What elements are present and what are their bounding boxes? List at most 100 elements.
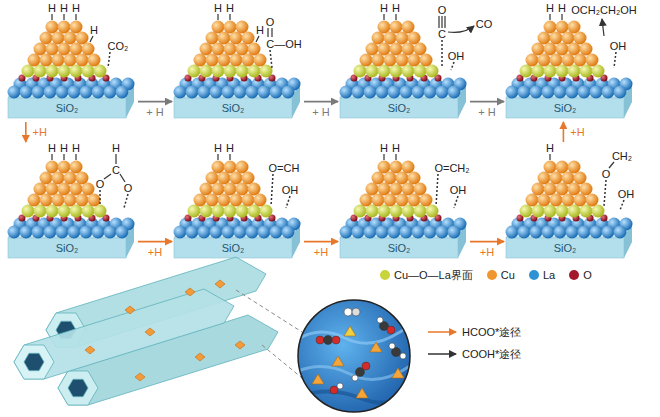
- catalyst-particle: [332, 356, 344, 366]
- reaction-arrow: [470, 101, 504, 103]
- bond-line: [229, 154, 230, 160]
- atom-label: H: [72, 142, 80, 155]
- atom-label: H: [48, 2, 56, 15]
- molecule: [387, 326, 395, 334]
- bond-line: [383, 154, 384, 160]
- bond-line: [267, 28, 268, 37]
- atom-label: H: [60, 142, 68, 155]
- step-label: +H: [314, 245, 328, 258]
- silica-tube: [14, 289, 234, 379]
- reaction-arrow: [304, 101, 338, 103]
- support-label: SiO₂: [340, 239, 458, 257]
- support-label: SiO₂: [174, 239, 292, 257]
- bond-line: [217, 154, 218, 160]
- catalyst-particle: [215, 280, 225, 288]
- bond-line: [271, 28, 272, 37]
- desorption-arrow: [602, 19, 604, 36]
- catalyst-particle: [392, 368, 404, 378]
- bond-line: [63, 154, 64, 160]
- support-label: SiO₂: [340, 99, 458, 117]
- legend-text: Cu: [501, 267, 515, 283]
- bond-line: [115, 154, 116, 164]
- bond-line: [52, 154, 125, 182]
- molecule: [377, 317, 383, 323]
- atom-label: H: [48, 142, 56, 155]
- adsorption-bond: [614, 52, 616, 68]
- catalyst-particle: [312, 374, 324, 384]
- molecule: [316, 308, 406, 394]
- catalyst-particle: [185, 288, 195, 296]
- bond-line: [104, 174, 111, 179]
- catalyst-particle: [85, 346, 95, 354]
- support-label: SiO₂: [506, 239, 624, 257]
- catalyst-panel: SiO₂: [172, 142, 304, 262]
- atom-label: H: [546, 142, 554, 155]
- step-label: +H: [148, 245, 162, 258]
- legend-text: Cu—O—La界面: [394, 267, 473, 283]
- molecule: [330, 386, 338, 394]
- atom-label: O=CH₂: [434, 162, 469, 175]
- catalyst-panel: SiO₂: [504, 2, 636, 122]
- molecule: [352, 375, 358, 381]
- catalyst-particle: [85, 280, 245, 381]
- step-label: + H: [312, 105, 329, 118]
- adsorption-bond: [286, 196, 290, 208]
- atom-label: H: [60, 2, 68, 15]
- atom-label: H: [226, 142, 234, 155]
- legend-text: La: [543, 267, 555, 283]
- atom-label: O: [124, 182, 133, 195]
- catalyst-particle: [344, 326, 356, 336]
- atom-label: H: [392, 142, 400, 155]
- bond-line: [51, 154, 52, 160]
- desorption-arrow: [448, 26, 474, 32]
- bond-line: [256, 36, 259, 42]
- bond-line: [75, 14, 76, 20]
- legend-swatch: [380, 270, 390, 280]
- atom-label: OH: [448, 50, 465, 63]
- atom-label: O: [96, 178, 105, 191]
- legend-item: COOH*途径: [462, 346, 521, 362]
- panel-art: [506, 154, 633, 258]
- panel-art: [174, 14, 301, 118]
- legend-item: HCOO*途径: [462, 324, 521, 340]
- adsorption-bond: [270, 50, 272, 68]
- atom-label: H: [546, 2, 554, 15]
- bond-line: [609, 162, 614, 168]
- molecule: [332, 336, 340, 344]
- bond-line: [90, 36, 93, 42]
- legend-item: Cu: [487, 267, 515, 283]
- legend-swatch: [487, 270, 497, 280]
- panel-art: [8, 21, 135, 119]
- reaction-arrow: [470, 241, 504, 243]
- catalyst-panel: SiO₂: [6, 2, 138, 122]
- support-label: SiO₂: [8, 239, 126, 257]
- reaction-arrow: [563, 122, 565, 142]
- atom-label: H: [392, 2, 400, 15]
- panel-art: [8, 154, 135, 258]
- bond-line: [217, 14, 218, 20]
- legend-item: La: [529, 267, 555, 283]
- molecule: [352, 308, 360, 316]
- panel-art: [340, 154, 467, 258]
- panel-art: [506, 14, 633, 118]
- adsorption-bond: [271, 174, 273, 206]
- molecule: [337, 383, 343, 389]
- catalyst-particle: [370, 342, 382, 352]
- legend-text: HCOO*途径: [462, 324, 521, 340]
- atom-label: OH: [282, 184, 299, 197]
- step-label: + H: [146, 105, 163, 118]
- support-label: SiO₂: [506, 99, 624, 117]
- panel-art: [8, 14, 135, 118]
- atom-label: H: [214, 142, 222, 155]
- legend-swatch: [529, 270, 539, 280]
- zoom-guide: [236, 290, 302, 332]
- atom-label: H: [112, 142, 120, 155]
- bond-line: [218, 14, 272, 42]
- bond-line: [549, 154, 550, 160]
- atom-label: C—OH: [266, 38, 301, 51]
- reaction-arrow: [138, 241, 172, 243]
- catalyst-panel: SiO₂: [338, 142, 470, 262]
- adsorption-bond: [108, 52, 110, 68]
- atom-label: H: [226, 2, 234, 15]
